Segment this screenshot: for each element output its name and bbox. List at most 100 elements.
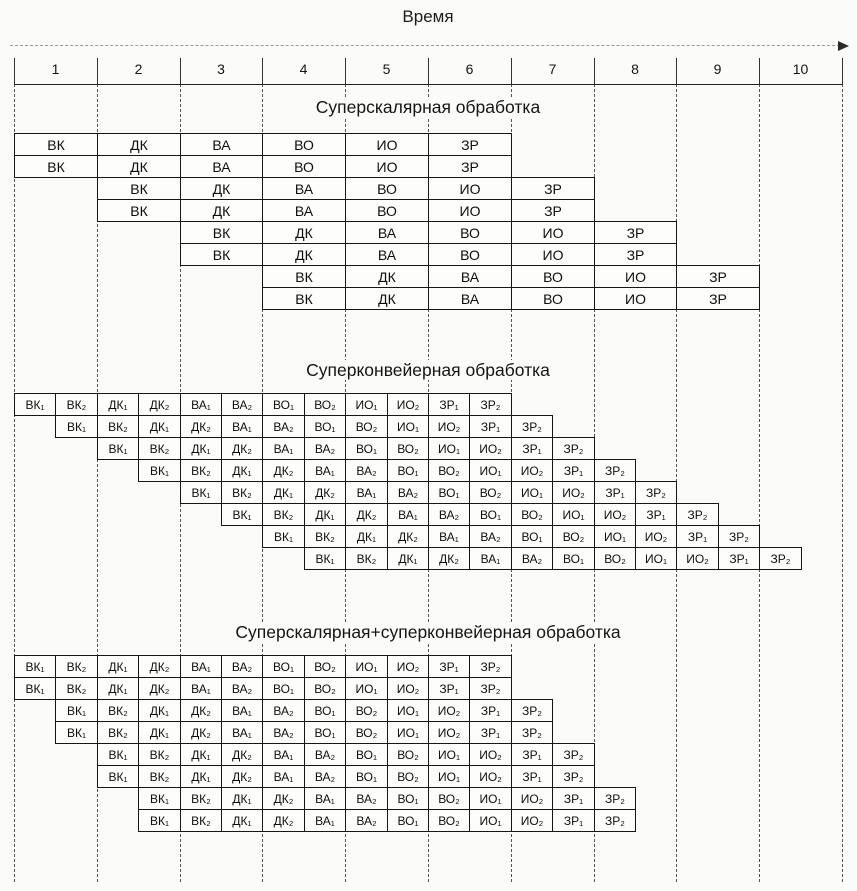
pipeline-cell: ВК₁: [14, 393, 56, 416]
time-axis-title: Время: [402, 7, 454, 26]
axis-tick-mark: [842, 58, 843, 84]
pipeline-cell: ВК₂: [221, 481, 263, 504]
pipeline-cell: ВО₂: [387, 743, 429, 766]
pipeline-cell: ВО₁: [387, 787, 429, 810]
pipeline-cell: ВА₁: [221, 699, 263, 722]
pipeline-cell: ВО₁: [428, 481, 470, 504]
pipeline-cell: ВК: [14, 155, 98, 178]
pipeline-cell: ЗР₁: [676, 525, 719, 548]
pipeline-cell: ИО₂: [428, 699, 470, 722]
pipeline-cell: ЗР₂: [469, 677, 512, 700]
pipeline-cell: ДК₂: [304, 481, 346, 504]
pipeline-cell: ЗР₂: [469, 393, 512, 416]
pipeline-cell: ЗР₁: [469, 699, 512, 722]
axis-tick-mark: [97, 58, 98, 84]
pipeline-cell: ЗР₂: [552, 437, 595, 460]
pipeline-cell: ВО₁: [387, 459, 429, 482]
pipeline-cell: ИО₁: [469, 787, 512, 810]
pipeline-cell: ВА₁: [221, 721, 263, 744]
pipeline-cell: ВА₂: [262, 699, 305, 722]
pipeline-cell: ВА₂: [469, 525, 512, 548]
pipeline-cell: ВО₁: [304, 699, 346, 722]
pipeline-cell: ВК₁: [138, 459, 181, 482]
pipeline-cell: ВА₁: [180, 655, 222, 678]
pipeline-cell: ИО₁: [345, 655, 388, 678]
pipeline-cell: ВА₁: [345, 481, 388, 504]
pipeline-cell: ВК₁: [304, 547, 346, 570]
pipeline-cell: ДК₁: [345, 525, 388, 548]
pipeline-cell: ВА₁: [262, 743, 305, 766]
pipeline-cell: ИО₁: [469, 459, 512, 482]
pipeline-cell: ДК₁: [97, 393, 139, 416]
pipeline-cell: ВО₁: [345, 437, 388, 460]
pipeline-cell: ИО₁: [345, 677, 388, 700]
pipeline-cell: ДК₁: [138, 721, 181, 744]
pipeline-cell: ВА: [428, 265, 512, 288]
axis-tick-mark: [759, 58, 760, 84]
pipeline-cell: ВО₁: [469, 503, 512, 526]
pipeline-cell: ЗР₂: [759, 547, 802, 570]
tick-label: 7: [548, 61, 557, 77]
pipeline-cell: ВА₂: [345, 459, 388, 482]
pipeline-cell: ИО₂: [676, 547, 719, 570]
pipeline-cell: ИО₂: [428, 415, 470, 438]
pipeline-cell: ДК: [180, 199, 263, 222]
pipeline-cell: ДК₂: [180, 721, 222, 744]
pipeline-cell: ДК₂: [221, 765, 263, 788]
pipeline-cell: ВА: [428, 287, 512, 310]
pipeline-cell: ЗР₁: [428, 655, 470, 678]
pipeline-cell: ВК₁: [97, 765, 139, 788]
pipeline-cell: ВК₁: [14, 655, 56, 678]
pipeline-cell: ВА₂: [428, 503, 470, 526]
time-grid-line: [97, 84, 98, 882]
pipeline-cell: ВА₁: [387, 503, 429, 526]
pipeline-cell: ИО₁: [552, 503, 595, 526]
pipeline-cell: ВК: [97, 177, 181, 200]
pipeline-cell: ВО₂: [511, 503, 553, 526]
pipeline-cell: ИО₂: [552, 481, 595, 504]
pipeline-cell: ИО: [428, 199, 512, 222]
pipeline-cell: ЗР₁: [635, 503, 677, 526]
pipeline-cell: ДК₂: [262, 787, 305, 810]
pipeline-cell: ВО₂: [304, 677, 346, 700]
pipeline-cell: ДК₁: [387, 547, 429, 570]
pipeline-cell: ВО₂: [428, 809, 470, 832]
tick-label: 9: [713, 61, 722, 77]
time-grid-line: [759, 84, 760, 882]
pipeline-cell: ВА₂: [304, 765, 346, 788]
pipeline-cell: ДК₂: [262, 809, 305, 832]
tick-label: 4: [299, 61, 308, 77]
pipeline-cell: ЗР₂: [718, 525, 760, 548]
pipeline-cell: ВА₁: [304, 787, 346, 810]
pipeline-cell: ВО: [511, 287, 595, 310]
pipeline-cell: ИО₁: [428, 437, 470, 460]
pipeline-cell: ДК₂: [428, 547, 470, 570]
pipeline-cell: ИО₂: [469, 437, 512, 460]
pipeline-cell: ВК₂: [138, 743, 181, 766]
pipeline-cell: ВА₂: [511, 547, 553, 570]
pipeline-cell: ЗР₂: [469, 655, 512, 678]
pipeline-cell: ВА₂: [221, 655, 263, 678]
pipeline-cell: ВА₁: [262, 437, 305, 460]
pipeline-cell: ИО₁: [387, 415, 429, 438]
pipeline-cell: ЗР₁: [428, 677, 470, 700]
pipeline-cell: ЗР₁: [511, 765, 553, 788]
pipeline-cell: ИО₂: [511, 809, 553, 832]
section-title-text: Суперскалярная обработка: [307, 97, 549, 117]
pipeline-cell: ИО₁: [428, 765, 470, 788]
pipeline-cell: ВК₁: [55, 721, 98, 744]
tick-label: 2: [134, 61, 143, 77]
pipeline-cell: ВА₁: [180, 677, 222, 700]
pipeline-cell: ВО₁: [511, 525, 553, 548]
pipeline-cell: ВО₂: [428, 787, 470, 810]
pipeline-cell: ДК₁: [221, 459, 263, 482]
tick-label: 1: [51, 61, 60, 77]
pipeline-cell: ВО₁: [304, 721, 346, 744]
pipeline-cell: ВА₂: [304, 437, 346, 460]
pipeline-cell: ИО: [511, 221, 595, 244]
pipeline-cell: ВО₂: [345, 699, 388, 722]
pipeline-cell: ВА₂: [221, 393, 263, 416]
pipeline-cell: ВО: [262, 155, 346, 178]
pipeline-cell: ЗР₁: [511, 743, 553, 766]
